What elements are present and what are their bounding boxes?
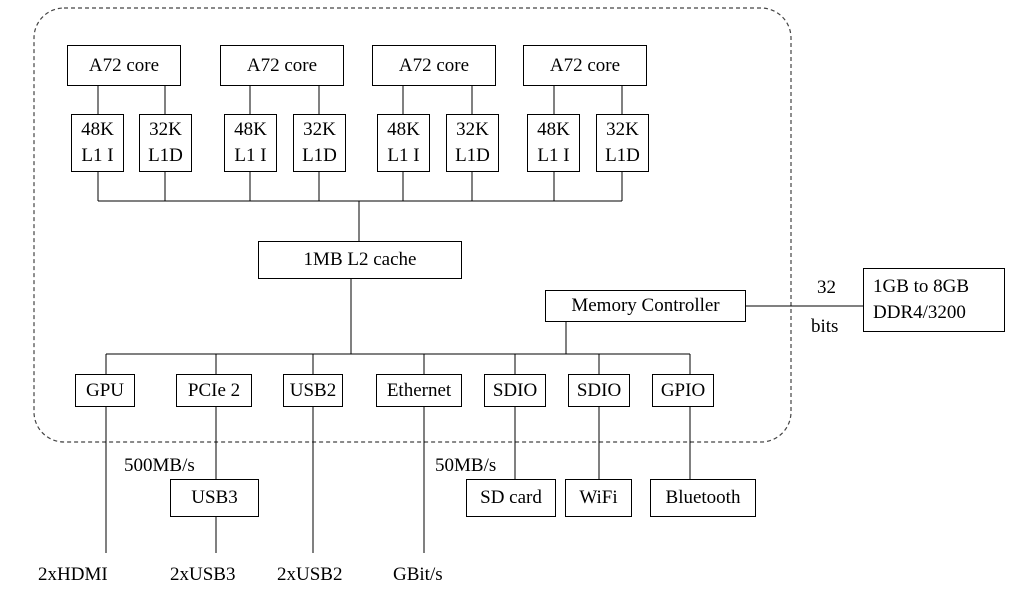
gpio-block: GPIO xyxy=(652,374,714,407)
l1i-3-size: 48K xyxy=(387,119,420,140)
pcie-block: PCIe 2 xyxy=(176,374,252,407)
ethernet-block: Ethernet xyxy=(376,374,462,407)
l1i-cache-4: 48K L1 I xyxy=(527,114,580,172)
l1d-1-size: 32K xyxy=(149,119,182,140)
l1i-1-type: L1 I xyxy=(81,145,114,166)
l1i-3-type: L1 I xyxy=(387,145,420,166)
l1d-cache-4: 32K L1D xyxy=(596,114,649,172)
l1i-4-type: L1 I xyxy=(537,145,570,166)
l1d-cache-2: 32K L1D xyxy=(293,114,346,172)
l1d-4-type: L1D xyxy=(605,145,640,166)
bus-width-unit: bits xyxy=(811,316,839,337)
l1i-2-size: 48K xyxy=(234,119,267,140)
ethernet-output-label: GBit/s xyxy=(393,564,443,585)
memory-controller: Memory Controller xyxy=(545,290,746,322)
l1d-cache-1: 32K L1D xyxy=(139,114,192,172)
bluetooth-device: Bluetooth xyxy=(650,479,756,517)
bus-width-value: 32 xyxy=(817,277,836,298)
gpu-block: GPU xyxy=(75,374,135,407)
usb2-block: USB2 xyxy=(283,374,343,407)
dram-capacity: 1GB to 8GB xyxy=(873,276,970,297)
usb3-output-label: 2xUSB3 xyxy=(170,564,236,585)
sd-card-device: SD card xyxy=(466,479,556,517)
hdmi-output-label: 2xHDMI xyxy=(38,564,108,585)
wires xyxy=(97,86,863,553)
sdio-block-1: SDIO xyxy=(484,374,546,407)
soc-boundary xyxy=(33,7,792,443)
l1d-1-type: L1D xyxy=(148,145,183,166)
l1i-4-size: 48K xyxy=(537,119,570,140)
core-2: A72 core xyxy=(220,45,344,86)
usb3-device: USB3 xyxy=(170,479,259,517)
l2-cache: 1MB L2 cache xyxy=(258,241,462,279)
wifi-device: WiFi xyxy=(565,479,632,517)
core-1: A72 core xyxy=(67,45,181,86)
l1i-cache-3: 48K L1 I xyxy=(377,114,430,172)
l1d-2-size: 32K xyxy=(303,119,336,140)
l1d-2-type: L1D xyxy=(302,145,337,166)
dram-type: DDR4/3200 xyxy=(873,302,966,323)
core-4: A72 core xyxy=(523,45,647,86)
l1i-2-type: L1 I xyxy=(234,145,267,166)
l1i-1-size: 48K xyxy=(81,119,114,140)
sdio-block-2: SDIO xyxy=(568,374,630,407)
dram-module: 1GB to 8GB DDR4/3200 xyxy=(863,268,1005,332)
l1i-cache-2: 48K L1 I xyxy=(224,114,277,172)
usb2-output-label: 2xUSB2 xyxy=(277,564,343,585)
pcie-rate-label: 500MB/s xyxy=(124,455,195,476)
l1d-3-type: L1D xyxy=(455,145,490,166)
sd-rate-label: 50MB/s xyxy=(435,455,497,476)
l1d-3-size: 32K xyxy=(456,119,489,140)
l1d-4-size: 32K xyxy=(606,119,639,140)
core-3: A72 core xyxy=(372,45,496,86)
l1i-cache-1: 48K L1 I xyxy=(71,114,124,172)
l1d-cache-3: 32K L1D xyxy=(446,114,499,172)
